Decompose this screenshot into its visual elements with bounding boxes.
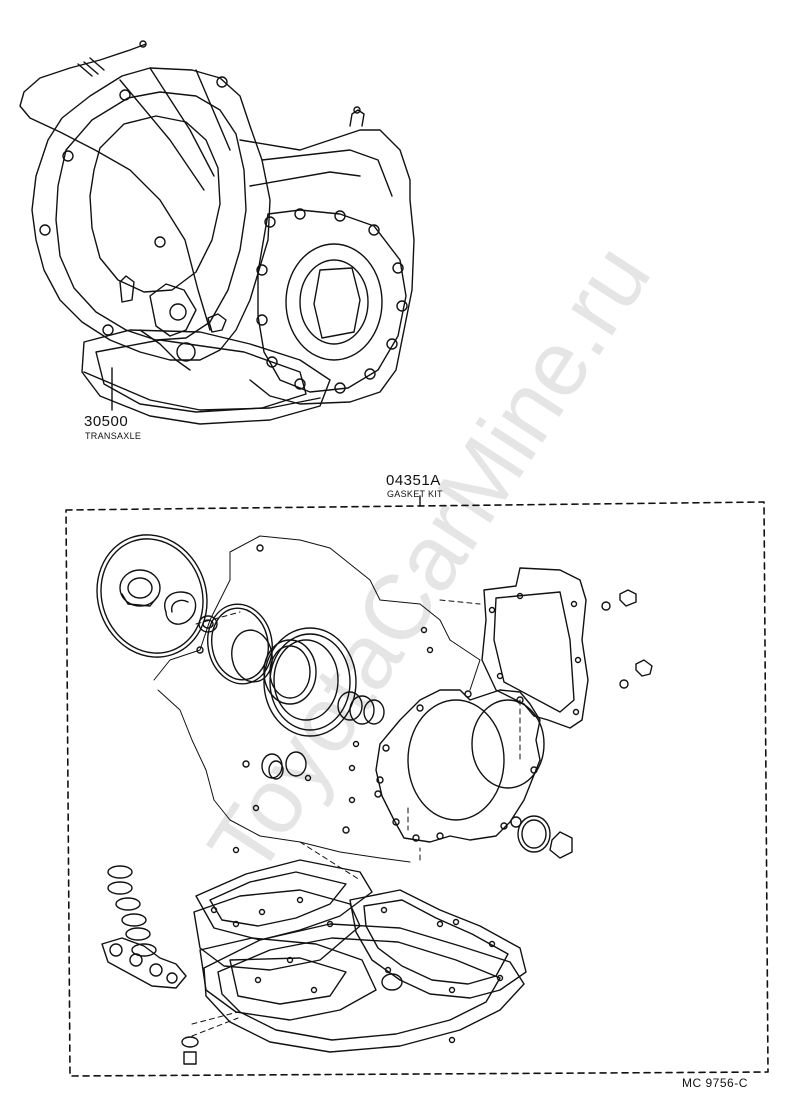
extension-housing-gasket (375, 689, 541, 843)
side-cover (257, 209, 407, 393)
valve-body-plate-3 (199, 937, 377, 1021)
bell-housing (31, 67, 271, 361)
accumulator-gasket (101, 937, 187, 989)
oil-pan-gasket (203, 923, 525, 1053)
valve-body-plate-1 (195, 859, 373, 941)
gasket-kit-illustration (96, 534, 653, 1065)
side-pan-gasket (481, 567, 589, 729)
valve-body-plate-2 (193, 889, 361, 971)
transaxle-illustration (19, 40, 415, 425)
pan-gasket-right (349, 889, 527, 999)
figure-code: MC 9756-C (682, 1076, 748, 1090)
transaxle-case (239, 129, 415, 405)
transaxle-name: TRANSAXLE (85, 431, 142, 441)
gasket-kit-boundary (65, 501, 769, 1077)
shift-cable (19, 43, 211, 331)
gasket-kit-part-number: 04351A (386, 472, 441, 489)
gasket-kit-name: GASKET KIT (387, 489, 443, 499)
transaxle-part-number: 30500 (84, 413, 129, 430)
oil-pan (81, 329, 331, 425)
case-gasket-outline (153, 535, 481, 863)
